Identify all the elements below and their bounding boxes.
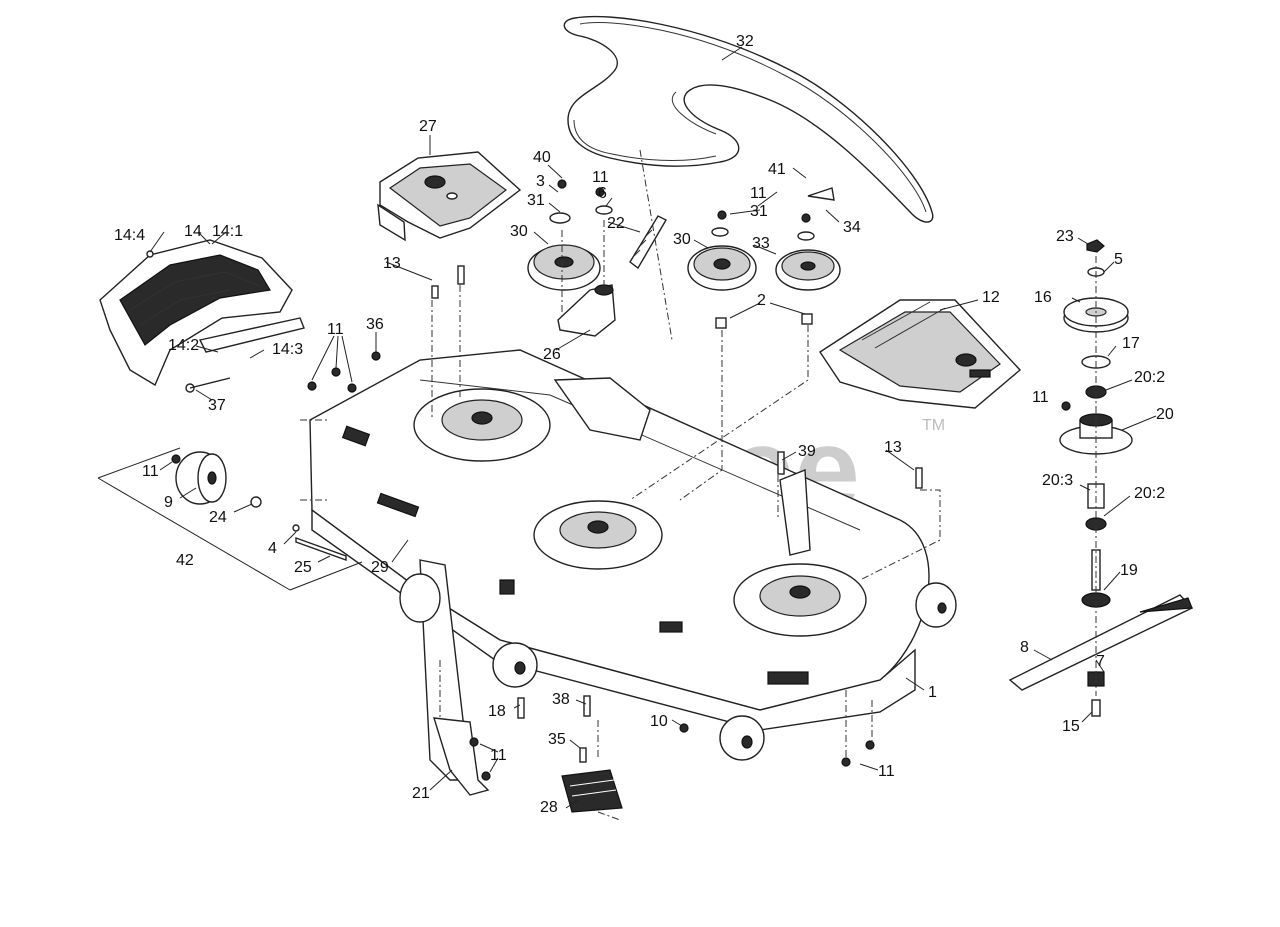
callout-4[interactable]: 4 bbox=[268, 540, 277, 557]
callout-29[interactable]: 29 bbox=[371, 559, 389, 576]
callout-14[interactable]: 14 bbox=[184, 223, 202, 240]
callout-37[interactable]: 37 bbox=[208, 397, 226, 414]
callout-6[interactable]: 6 bbox=[598, 185, 607, 202]
leader-lines bbox=[149, 46, 1157, 809]
callout-14-4[interactable]: 14:4 bbox=[114, 227, 145, 244]
callout-2[interactable]: 2 bbox=[757, 292, 766, 309]
callout-8[interactable]: 8 bbox=[1020, 639, 1029, 656]
callout-labels: 32 27 40 3 11 6 31 22 30 41 11 31 34 30 … bbox=[114, 33, 1174, 816]
callout-21[interactable]: 21 bbox=[412, 785, 430, 802]
callout-20-2-a[interactable]: 20:2 bbox=[1134, 369, 1165, 386]
callout-28[interactable]: 28 bbox=[540, 799, 558, 816]
callout-24[interactable]: 24 bbox=[209, 509, 227, 526]
callout-30-b[interactable]: 30 bbox=[673, 231, 691, 248]
callout-31-a[interactable]: 31 bbox=[527, 192, 545, 209]
callout-3[interactable]: 3 bbox=[536, 173, 545, 190]
callout-9[interactable]: 9 bbox=[164, 494, 173, 511]
callout-34[interactable]: 34 bbox=[843, 219, 861, 236]
gauge-wheels[interactable] bbox=[175, 451, 957, 761]
callout-35[interactable]: 35 bbox=[548, 731, 566, 748]
callout-41[interactable]: 41 bbox=[768, 161, 786, 178]
callout-42[interactable]: 42 bbox=[176, 552, 194, 569]
callout-13-b[interactable]: 13 bbox=[884, 439, 902, 456]
callout-19[interactable]: 19 bbox=[1120, 562, 1138, 579]
callout-40[interactable]: 40 bbox=[533, 149, 551, 166]
callout-18[interactable]: 18 bbox=[488, 703, 506, 720]
callout-10[interactable]: 10 bbox=[650, 713, 668, 730]
callout-26[interactable]: 26 bbox=[543, 346, 561, 363]
belt-cover-right[interactable] bbox=[819, 299, 1022, 409]
callout-16[interactable]: 16 bbox=[1034, 289, 1052, 306]
callout-7[interactable]: 7 bbox=[1096, 653, 1105, 670]
callout-11-d[interactable]: 11 bbox=[327, 321, 344, 338]
callout-22[interactable]: 22 bbox=[607, 215, 625, 232]
callout-13-a[interactable]: 13 bbox=[383, 255, 401, 272]
callout-11-a[interactable]: 11 bbox=[592, 169, 609, 186]
belt-cover-left[interactable] bbox=[377, 151, 522, 242]
callout-23[interactable]: 23 bbox=[1056, 228, 1074, 245]
callout-38[interactable]: 38 bbox=[552, 691, 570, 708]
deck-step-pad[interactable] bbox=[561, 769, 623, 813]
watermark-tm: TM bbox=[922, 417, 945, 434]
mower-deck[interactable] bbox=[309, 349, 930, 781]
drive-belt[interactable] bbox=[563, 15, 934, 223]
callout-20-2-b[interactable]: 20:2 bbox=[1134, 485, 1165, 502]
callout-36[interactable]: 36 bbox=[366, 316, 384, 333]
callout-11-b[interactable]: 11 bbox=[750, 185, 767, 202]
callout-33[interactable]: 33 bbox=[752, 235, 770, 252]
callout-11-e[interactable]: 11 bbox=[142, 463, 159, 480]
callout-14-2[interactable]: 14:2 bbox=[168, 337, 199, 354]
callout-12[interactable]: 12 bbox=[982, 289, 1000, 306]
callout-25[interactable]: 25 bbox=[294, 559, 312, 576]
callout-14-1[interactable]: 14:1 bbox=[212, 223, 243, 240]
callout-1[interactable]: 1 bbox=[928, 684, 937, 701]
callout-27[interactable]: 27 bbox=[419, 118, 437, 135]
callout-30-a[interactable]: 30 bbox=[510, 223, 528, 240]
callout-15[interactable]: 15 bbox=[1062, 718, 1080, 735]
front-shield[interactable] bbox=[99, 239, 305, 387]
spindle-assembly[interactable] bbox=[1008, 239, 1194, 717]
callout-5[interactable]: 5 bbox=[1114, 251, 1123, 268]
hardware bbox=[171, 265, 923, 767]
callout-11-f[interactable]: 11 bbox=[490, 747, 507, 764]
callout-11-c[interactable]: 11 bbox=[1032, 389, 1049, 406]
discharge-bracket[interactable] bbox=[433, 717, 491, 796]
callout-39[interactable]: 39 bbox=[798, 443, 816, 460]
callout-31-b[interactable]: 31 bbox=[750, 203, 768, 220]
pulley-set[interactable] bbox=[527, 179, 841, 337]
callout-11-g[interactable]: 11 bbox=[878, 763, 895, 780]
assembly-lines bbox=[300, 149, 941, 821]
callout-20-3[interactable]: 20:3 bbox=[1042, 472, 1073, 489]
callout-32[interactable]: 32 bbox=[736, 33, 754, 50]
wheel-kit-bracket bbox=[97, 447, 363, 591]
callout-17[interactable]: 17 bbox=[1122, 335, 1140, 352]
callout-14-3[interactable]: 14:3 bbox=[272, 341, 303, 358]
callout-20[interactable]: 20 bbox=[1156, 406, 1174, 423]
